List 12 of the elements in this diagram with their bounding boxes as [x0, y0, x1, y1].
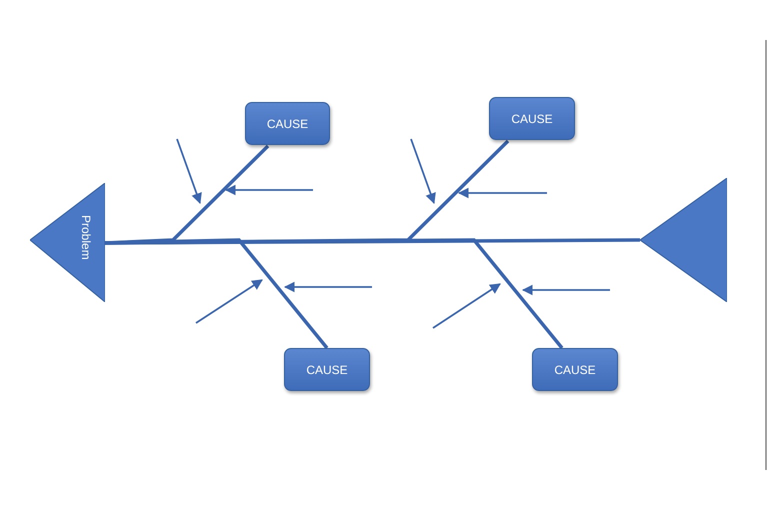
fishbone-line	[104, 238, 564, 350]
cause-label: CAUSE	[554, 362, 596, 376]
fish-head-triangle	[30, 183, 105, 302]
cause-label: CAUSE	[306, 362, 348, 376]
cause-box	[284, 348, 370, 391]
problem-label: Problem	[79, 215, 93, 260]
cause-box	[489, 97, 575, 140]
cause-box	[532, 348, 618, 391]
cause-label: CAUSE	[266, 116, 308, 130]
cause-box	[245, 102, 330, 145]
fish-tail-triangle	[640, 178, 727, 302]
cause-label: CAUSE	[511, 112, 553, 126]
